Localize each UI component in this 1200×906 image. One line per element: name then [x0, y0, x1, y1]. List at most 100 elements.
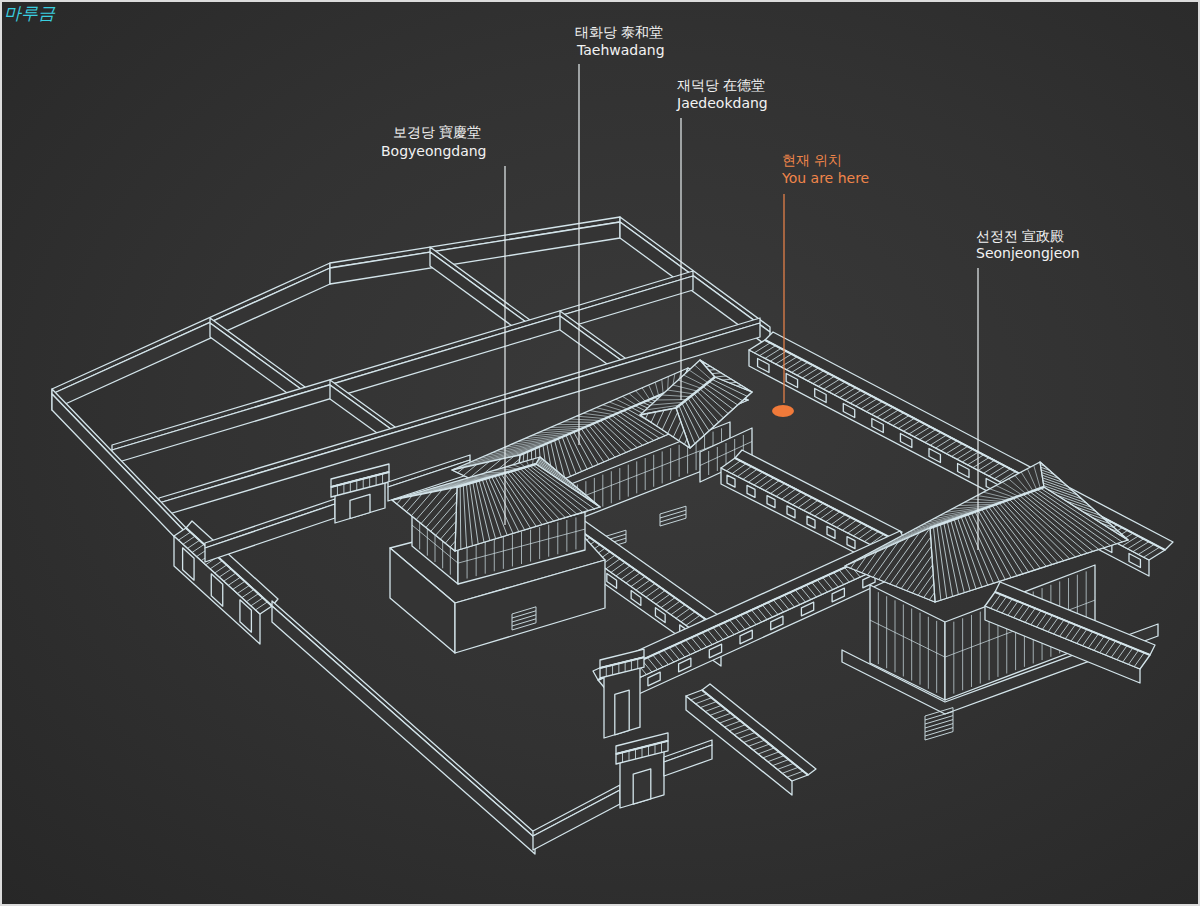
- roof-tile-line: [574, 432, 593, 467]
- roof-tile-line: [888, 413, 904, 423]
- stair-step: [512, 623, 536, 630]
- roof-tile-line: [752, 610, 762, 622]
- roof-tile-line: [251, 598, 263, 606]
- roof-tile-line: [1037, 489, 1116, 543]
- roof-tile-line: [975, 512, 1011, 578]
- lattice-line: [953, 622, 954, 694]
- roof-tile-line: [558, 439, 570, 477]
- roof-tile-line: [255, 602, 267, 610]
- wall-top: [52, 263, 330, 394]
- roof-tile-line: [700, 702, 716, 708]
- wall-window: [709, 644, 721, 658]
- roof-tile-line: [343, 484, 344, 494]
- gate-door: [633, 769, 651, 804]
- roof-tile-line: [779, 598, 789, 610]
- lattice-line: [476, 544, 477, 576]
- roof-tile-line: [625, 662, 626, 672]
- roof-tile-line: [965, 502, 1000, 504]
- roof-tile-line: [673, 421, 680, 437]
- roof-tile-line: [936, 438, 952, 448]
- lattice-line: [653, 455, 654, 487]
- roof-tile-line: [813, 374, 829, 384]
- roof-tile-line: [669, 648, 679, 660]
- roof-tile-line: [570, 487, 586, 495]
- wall-window: [727, 475, 735, 487]
- wall-window: [679, 658, 691, 672]
- roof-tile-line: [680, 643, 690, 655]
- wall-face: [52, 394, 190, 553]
- building-name: 태화당 泰和堂: [575, 24, 663, 41]
- roof-tile-line: [691, 694, 707, 700]
- roof-tile-line: [616, 399, 632, 407]
- roof-tile-line: [951, 521, 970, 591]
- gate-door: [615, 690, 629, 735]
- roof-tile-line: [662, 379, 663, 393]
- roof-tile-line: [724, 623, 734, 635]
- roof-tile-line: [242, 590, 254, 598]
- roof-tile-line: [541, 467, 572, 484]
- roof-tile-line: [962, 452, 978, 462]
- roof-ridge: [457, 464, 536, 487]
- roof-tile-line: [712, 372, 721, 374]
- roof-tile-line: [983, 492, 1011, 499]
- roof-tile-line: [705, 705, 721, 711]
- roof-tile-line: [557, 424, 592, 425]
- roof-tile-line: [1030, 492, 1104, 548]
- roof-tile-line: [646, 413, 648, 418]
- roof-tile-line: [989, 507, 1035, 570]
- roof-tile-line: [1101, 523, 1114, 527]
- leader-line: [680, 118, 681, 400]
- roof-tile-line: [1144, 547, 1160, 557]
- stair-step: [925, 720, 953, 728]
- roof-tile-line: [1066, 501, 1095, 511]
- roof-tile-line: [965, 516, 994, 584]
- roof-tile-line: [737, 385, 741, 386]
- roof-tile-line: [851, 561, 856, 568]
- roof-tile-line: [996, 485, 1018, 496]
- lattice-line: [485, 542, 486, 574]
- roof-tile-line: [801, 588, 811, 600]
- roof-tile-line: [463, 485, 466, 547]
- roof-tile-line: [382, 474, 383, 484]
- roof-tile-line: [946, 444, 962, 454]
- roof-tile-line: [179, 532, 191, 540]
- roof-tile-line: [907, 556, 932, 591]
- lattice-line: [962, 618, 963, 690]
- roof-tile-line: [734, 729, 750, 735]
- roof-tile-line: [1002, 482, 1022, 495]
- roof-tile-line: [440, 521, 455, 539]
- wall-window: [771, 616, 783, 630]
- roof-tile-line: [416, 490, 442, 520]
- roof-end-face: [392, 487, 457, 551]
- roof-tile-line: [730, 382, 737, 384]
- roof-tile-line: [1043, 478, 1068, 487]
- roof-tile-line: [1023, 494, 1093, 551]
- roof-tile-line: [224, 573, 236, 581]
- roof-tile-line: [685, 401, 704, 435]
- roof-tile-line: [1040, 465, 1044, 466]
- roof-tile-line: [636, 391, 646, 402]
- stair-step: [660, 514, 686, 522]
- lattice-line: [895, 600, 896, 672]
- wall-window: [758, 359, 769, 373]
- roof-tile-line: [856, 557, 866, 571]
- roof-tile-line: [812, 583, 822, 595]
- roof-tile-line: [402, 496, 412, 508]
- roof-tile-line: [642, 747, 643, 757]
- roof-tile-line: [702, 633, 712, 645]
- roof-tile-line: [536, 463, 567, 480]
- roof-tile-line: [688, 398, 709, 430]
- wall-face: [205, 504, 335, 562]
- roof-tile-line: [696, 698, 712, 704]
- roof-tile-line: [954, 519, 976, 589]
- roof-tile-line: [436, 512, 457, 536]
- roof-tile-line: [183, 536, 195, 544]
- roof-tile-line: [768, 756, 784, 762]
- roof-tile-line: [735, 618, 745, 630]
- roof-tile-line: [797, 365, 813, 375]
- roof-tile-line: [879, 538, 909, 580]
- roof-tile-line: [551, 474, 577, 488]
